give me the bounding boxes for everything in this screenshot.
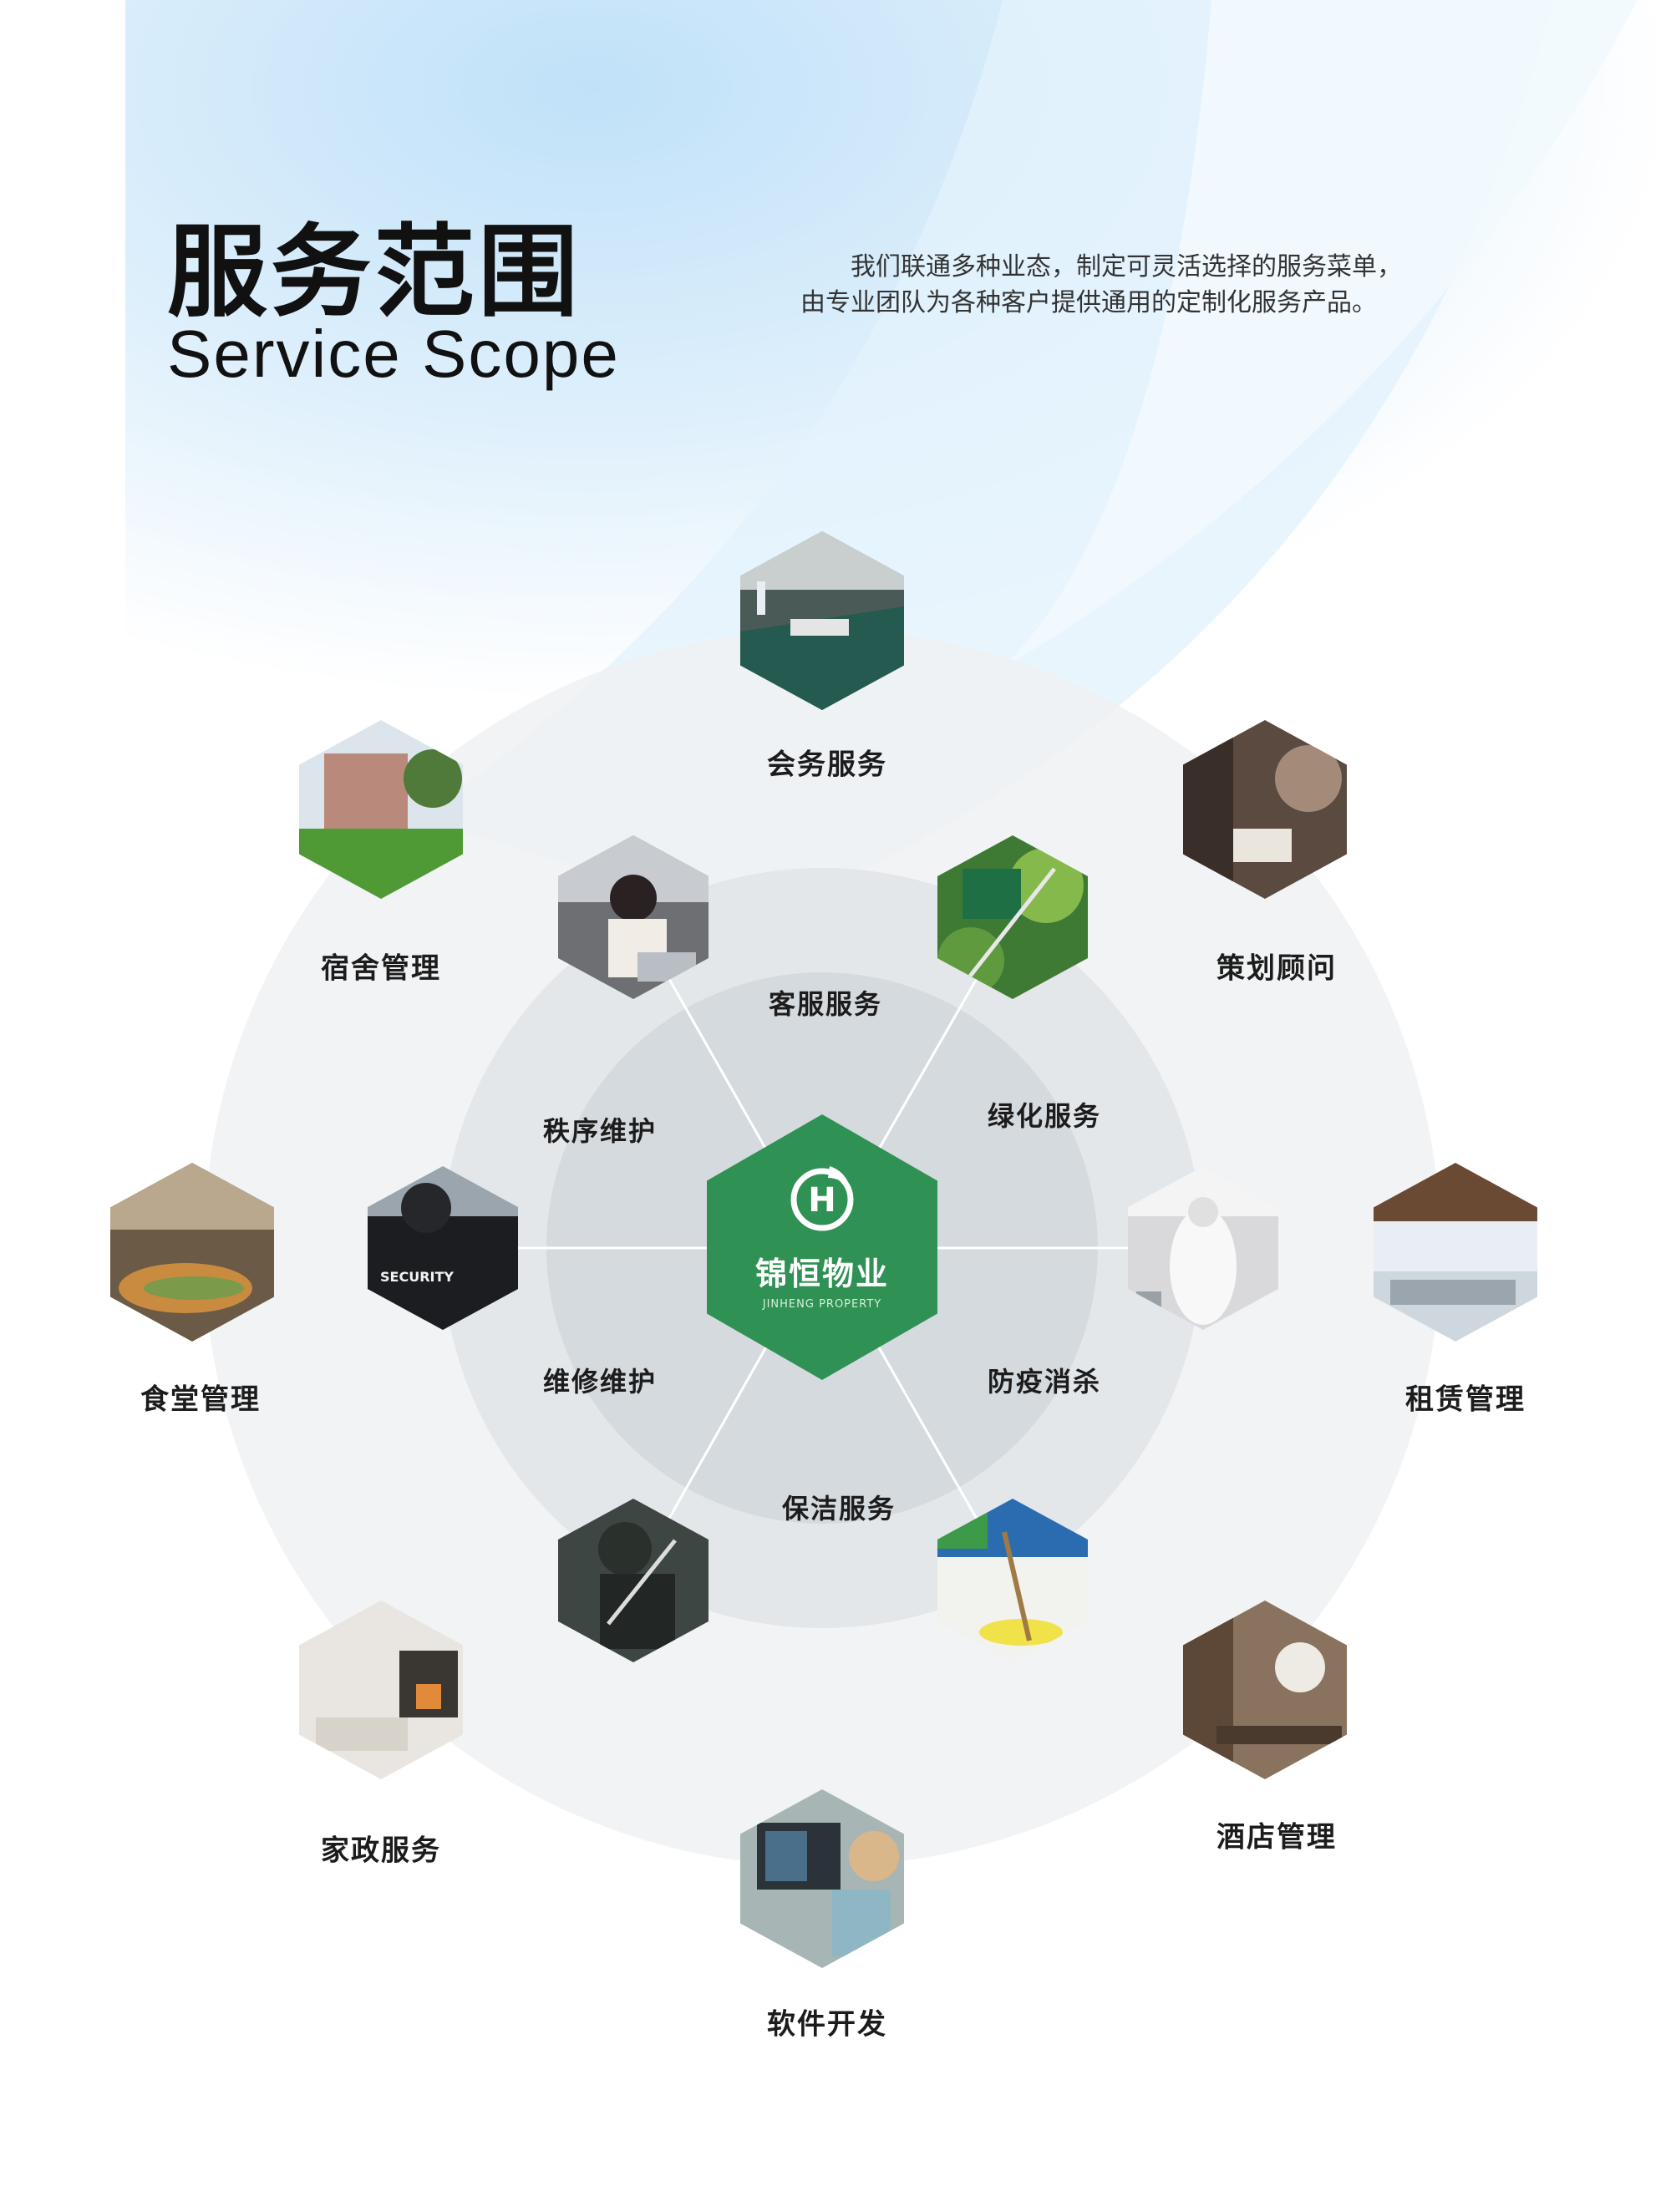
service-label-customer: 客服服务	[768, 988, 883, 1020]
service-label-leasing: 租赁管理	[1405, 1382, 1526, 1417]
service-label-software: 软件开发	[767, 2007, 887, 2042]
service-label-cleaning: 保洁服务	[781, 1493, 896, 1525]
service-label-conference: 会务服务	[767, 748, 887, 782]
service-label-disinfection: 防疫消杀	[987, 1366, 1102, 1398]
service-label-housekeeping: 家政服务	[321, 1834, 441, 1868]
svg-text:H: H	[808, 1181, 836, 1220]
brand-name: 锦恒物业	[754, 1256, 889, 1292]
brand-subtitle: JINHENG PROPERTY	[762, 1298, 882, 1311]
service-label-gardening: 绿化服务	[987, 1100, 1102, 1132]
brand-logo-hexagon: H 锦恒物业 JINHENG PROPERTY	[707, 1114, 937, 1380]
security-shirt-text: SECURITY	[380, 1269, 454, 1285]
software-photo	[740, 1789, 904, 1968]
service-label-canteen: 食堂管理	[140, 1382, 261, 1417]
page-title: 服务范围	[167, 215, 582, 331]
service-label-repair: 维修维护	[542, 1366, 658, 1398]
intro-paragraph: 我们联通多种业态，制定可灵活选择的服务菜单，由专业团队为各种客户提供通用的定制化…	[800, 252, 1402, 317]
service-label-dormitory: 宿舍管理	[321, 951, 441, 986]
service-label-consulting: 策划顾问	[1216, 951, 1337, 986]
service-label-hotel: 酒店管理	[1216, 1820, 1337, 1854]
page-subtitle: Service Scope	[167, 317, 620, 391]
service-label-security: 秩序维护	[542, 1115, 658, 1147]
brand-logo-icon: H	[790, 1166, 854, 1231]
